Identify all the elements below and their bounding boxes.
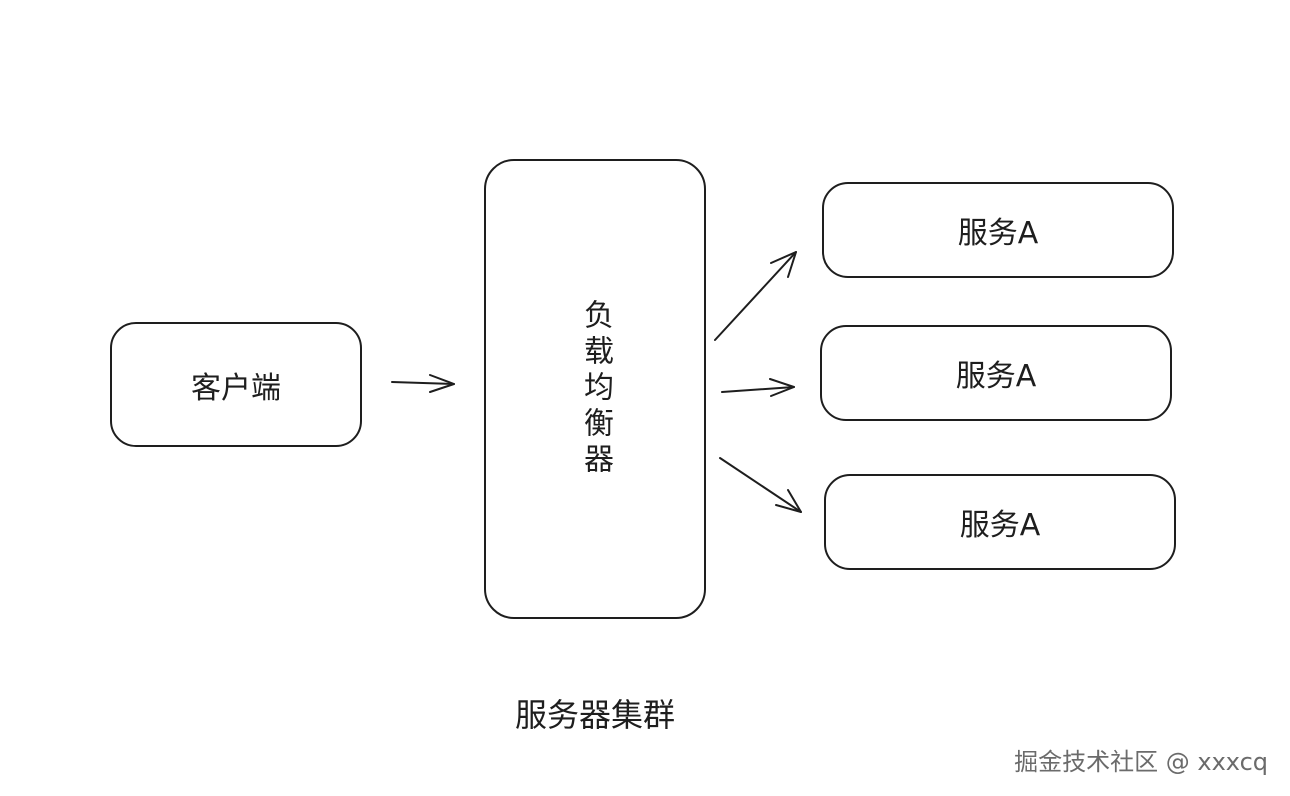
service-label-3: 服务A: [959, 508, 1041, 543]
service-node-1: 服务A: [822, 182, 1174, 278]
service-node-2: 服务A: [820, 325, 1172, 421]
load-balancer-node: 负载均衡器: [484, 159, 706, 619]
client-node: 客户端: [110, 322, 362, 447]
arrow-lb-to-service-1: [714, 251, 797, 341]
client-label: 客户端: [191, 370, 281, 406]
arrow-lb-to-service-3: [719, 457, 802, 513]
load-balancer-label: 负载均衡器: [578, 299, 613, 479]
watermark: 掘金技术社区 @ xxxcq: [1014, 748, 1268, 776]
service-node-3: 服务A: [824, 474, 1176, 570]
cluster-caption: 服务器集群: [514, 696, 675, 734]
arrow-lb-to-service-2: [721, 378, 795, 397]
service-label-2: 服务A: [955, 359, 1037, 394]
service-label-1: 服务A: [957, 216, 1039, 251]
arrow-client-to-lb: [391, 374, 455, 393]
